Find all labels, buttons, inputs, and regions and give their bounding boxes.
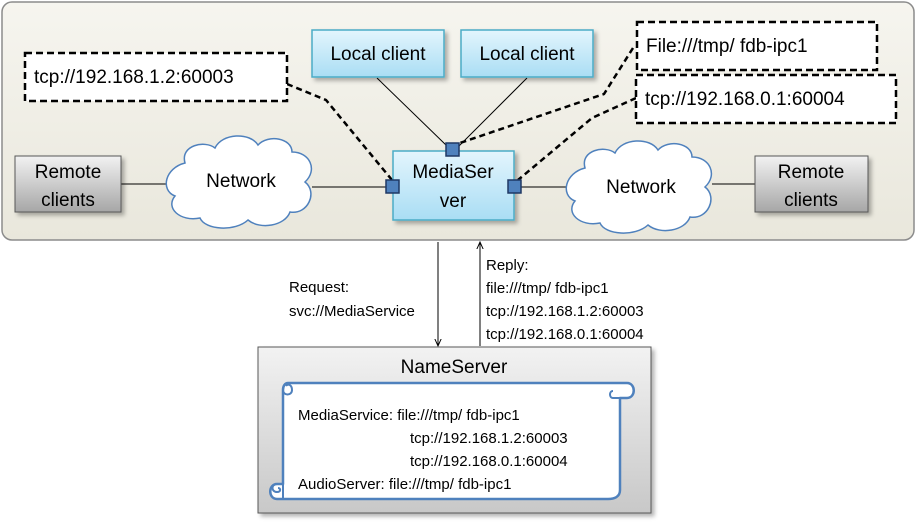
registry-line1: MediaService: file:///tmp/ fdb-ipc1 xyxy=(298,407,520,424)
port-right xyxy=(507,179,522,194)
registry-line4: AudioServer: file:///tmp/ fdb-ipc1 xyxy=(298,476,511,493)
remote-clients-right xyxy=(754,155,869,213)
remote-left-line2: clients xyxy=(41,190,95,211)
callout-tcp-right: tcp://192.168.0.1:60004 xyxy=(645,89,845,110)
remote-clients-left xyxy=(14,155,122,213)
local-client-1 xyxy=(311,29,445,78)
mediaserver-line2: ver xyxy=(440,191,467,212)
reply-line4: tcp://192.168.0.1:60004 xyxy=(486,326,644,343)
network-right-label: Network xyxy=(606,177,676,198)
remote-right-line1: Remote xyxy=(778,162,845,183)
registry-line2: tcp://192.168.1.2:60003 xyxy=(410,430,568,447)
reply-line1: Reply: xyxy=(486,257,529,274)
local-client-1-label: Local client xyxy=(330,44,426,65)
registry-line3: tcp://192.168.0.1:60004 xyxy=(410,453,568,470)
reply-line3: tcp://192.168.1.2:60003 xyxy=(486,303,644,320)
connector-local-1 xyxy=(376,77,448,147)
local-client-2 xyxy=(460,29,594,78)
local-client-2-label: Local client xyxy=(479,44,575,65)
callout-tcp-right-box xyxy=(634,73,898,125)
callout-file-box xyxy=(635,20,879,72)
remote-right-line2: clients xyxy=(784,190,838,211)
network-right-cloud xyxy=(565,140,713,234)
request-line2: svc://MediaService xyxy=(289,303,415,320)
network-left-label: Network xyxy=(206,171,276,192)
network-left-cloud xyxy=(165,135,313,229)
remote-left-line1: Remote xyxy=(35,162,102,183)
leader-tcp-right xyxy=(517,96,637,181)
mediaserver-line1: MediaSer xyxy=(412,162,494,183)
callout-tcp-left-box xyxy=(23,51,289,103)
leader-tcp-left xyxy=(286,82,393,181)
callout-tcp-left: tcp://192.168.1.2:60003 xyxy=(34,67,234,88)
reply-line2: file:///tmp/ fdb-ipc1 xyxy=(486,280,609,297)
leader-file xyxy=(456,47,635,146)
port-left xyxy=(385,179,400,194)
request-line1: Request: xyxy=(289,279,349,296)
registry-scroll xyxy=(269,381,635,501)
callout-file: File:///tmp/ fdb-ipc1 xyxy=(646,36,808,57)
connector-local-2 xyxy=(458,77,528,147)
nameserver-title: NameServer xyxy=(401,357,508,378)
port-top xyxy=(445,142,460,157)
